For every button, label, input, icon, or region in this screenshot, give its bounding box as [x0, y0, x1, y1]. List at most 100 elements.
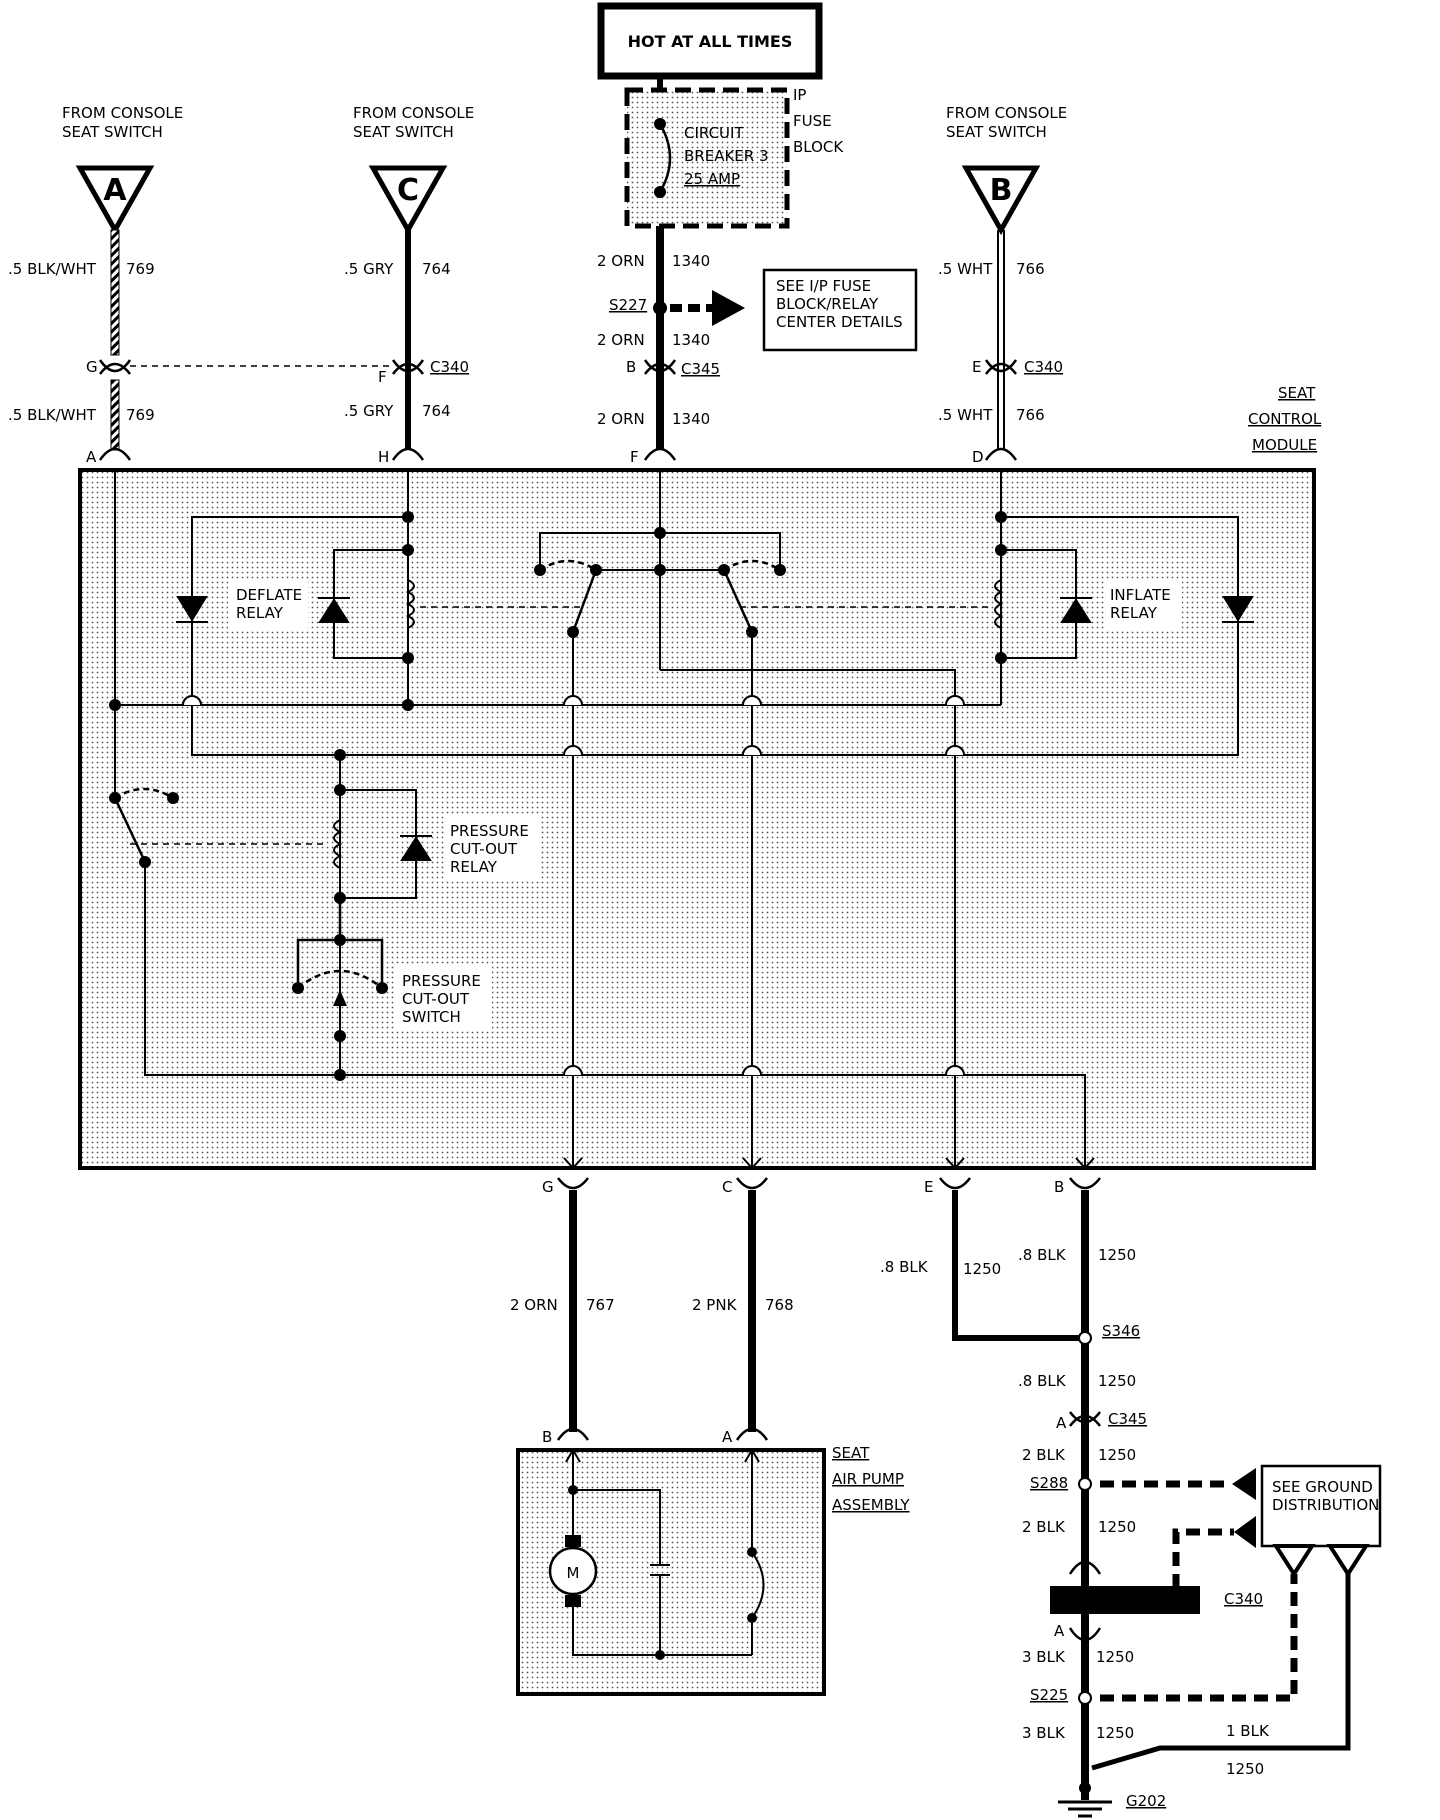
deflate-relay-label-2: RELAY [236, 604, 284, 622]
pin-g-top: G [86, 358, 98, 376]
wire-1250-e [952, 1190, 1085, 1341]
console-c-line2: SEAT SWITCH [353, 123, 454, 141]
ground-note-1: SEE GROUND [1272, 1478, 1373, 1496]
breaker-label-3: 25 AMP [684, 170, 740, 188]
c340-ground-link [1172, 1528, 1234, 1588]
s225-ground-link [1100, 1574, 1298, 1702]
s346-splice [1078, 1331, 1092, 1345]
wire-c-upper-circuit: 764 [422, 260, 451, 278]
wire-a-upper-circuit: 769 [126, 260, 155, 278]
pin-f-top: F [378, 368, 387, 386]
wire-a-input [110, 229, 120, 451]
pressure-relay-label-2: CUT-OUT [450, 840, 518, 858]
pressure-relay-label-3: RELAY [450, 858, 498, 876]
wire-g6-circuit: 1250 [1226, 1760, 1264, 1778]
seat-air-pump-assembly: B A M SEAT AIR PUMP ASSEMBLY [516, 1427, 910, 1696]
pin-f-module: F [630, 448, 639, 466]
wire-f-upper-gauge: 2 ORN [597, 252, 645, 270]
seat-control-module: SEAT CONTROL MODULE [78, 384, 1322, 1170]
wire-g5-gauge: 3 BLK [1022, 1724, 1066, 1742]
module-component-labels: DEFLATE RELAY INFLATE RELAY PRESSURE CUT… [228, 580, 1182, 1030]
pump-label-2: AIR PUMP [832, 1470, 904, 1488]
console-c-line1: FROM CONSOLE [353, 104, 474, 122]
relay-coils [333, 550, 1004, 898]
wire-e-circuit: 1250 [963, 1260, 1001, 1278]
block-label: BLOCK [793, 138, 844, 156]
s225-label: S225 [1030, 1686, 1068, 1704]
pin-a-module: A [86, 448, 97, 466]
pump-label-3: ASSEMBLY [832, 1496, 910, 1514]
wire-b-out-circuit: 1250 [1098, 1246, 1136, 1264]
inflate-relay-label-2: RELAY [1110, 604, 1158, 622]
breaker-label-2: BREAKER 3 [684, 147, 769, 165]
wire-f-mid-circuit: 1340 [672, 331, 710, 349]
wire-c-lower-circuit: 764 [422, 402, 451, 420]
c340-lower-connector [1068, 1560, 1102, 1642]
fuse-label: FUSE [793, 112, 832, 130]
console-switch-b: FROM CONSOLE SEAT SWITCH B [946, 104, 1067, 236]
c345-lower-pin: A [1056, 1414, 1067, 1432]
pump-motor-label: M [567, 1564, 580, 1582]
connector-row-2 [98, 447, 1018, 461]
fuse-note-1: SEE I/P FUSE [776, 277, 871, 295]
console-switch-c: FROM CONSOLE SEAT SWITCH C [353, 104, 474, 236]
wire-f-lower-gauge: 2 ORN [597, 410, 645, 428]
breaker-label-1: CIRCUIT [684, 124, 744, 142]
wire-g4-gauge: 3 BLK [1022, 1648, 1066, 1666]
module-label-2: CONTROL [1248, 410, 1322, 428]
s288-label: S288 [1030, 1474, 1068, 1492]
connector-row-bottom [557, 1177, 1101, 1190]
wire-b-out-gauge: .8 BLK [1018, 1246, 1067, 1264]
pressure-switch-label-2: CUT-OUT [402, 990, 470, 1008]
relay-dashed-links [130, 606, 990, 845]
wire-f-upper-circuit: 1340 [672, 252, 710, 270]
wire-767-circuit: 767 [586, 1296, 615, 1314]
pump-motor-symbol [548, 1546, 598, 1596]
pressure-switch-label-3: SWITCH [402, 1008, 461, 1026]
wire-b-lower-circuit: 766 [1016, 406, 1045, 424]
c340-lower-label: C340 [1224, 1590, 1263, 1608]
wire-b-input [997, 230, 1005, 450]
fuse-note-2: BLOCK/RELAY [776, 295, 879, 313]
connector-row-1 [98, 359, 1018, 375]
hot-at-all-times-label: HOT AT ALL TIMES [628, 32, 793, 51]
wire-g4-circuit: 1250 [1096, 1648, 1134, 1666]
pressure-relay-label-1: PRESSURE [450, 822, 529, 840]
wire-b-upper-circuit: 766 [1016, 260, 1045, 278]
c340-label-a: C340 [430, 358, 469, 376]
fuse-details-note: SEE I/P FUSE BLOCK/RELAY CENTER DETAILS [762, 268, 918, 352]
wire-1-blk [1091, 1574, 1351, 1771]
pump-label-1: SEAT [832, 1444, 870, 1462]
c345-lower-connector [1069, 1411, 1101, 1427]
s225-splice [1078, 1691, 1092, 1705]
g202-label: G202 [1126, 1792, 1166, 1810]
wire-c-lower-gauge: .5 GRY [344, 402, 394, 420]
c340-label-b: C340 [1024, 358, 1063, 376]
ip-label: IP [793, 86, 806, 104]
diodes [176, 596, 1254, 861]
pin-h-module: H [378, 448, 389, 466]
c340-ground-arrow [1234, 1516, 1256, 1548]
hot-at-all-times-box: HOT AT ALL TIMES [597, 2, 823, 80]
pin-c-bottom: C [722, 1178, 732, 1196]
pin-b-bottom: B [1054, 1178, 1064, 1196]
c340-lower-bar [1050, 1586, 1200, 1614]
wire-a-lower-circuit: 769 [126, 406, 155, 424]
pump-pin-a: A [722, 1428, 733, 1446]
pressure-switch-arrow [333, 990, 347, 1006]
wire-a-lower-gauge: .5 BLK/WHT [8, 406, 97, 424]
s288-splice [1078, 1477, 1092, 1491]
g202-ground: G202 [1058, 1782, 1166, 1818]
wire-b-upper-gauge: .5 WHT [938, 260, 993, 278]
wire-a-upper-gauge: .5 BLK/WHT [8, 260, 97, 278]
c345-lower-label: C345 [1108, 1410, 1147, 1428]
pin-d-module: D [972, 448, 984, 466]
s227-splice: S227 [609, 290, 745, 326]
wire-768-gauge: 2 PNK [692, 1296, 738, 1314]
wire-g2-circuit: 1250 [1098, 1446, 1136, 1464]
wire-g5-circuit: 1250 [1096, 1724, 1134, 1742]
wire-b-lower-gauge: .5 WHT [938, 406, 993, 424]
wire-f-mid-gauge: 2 ORN [597, 331, 645, 349]
module-output-arrows [563, 1157, 1095, 1170]
